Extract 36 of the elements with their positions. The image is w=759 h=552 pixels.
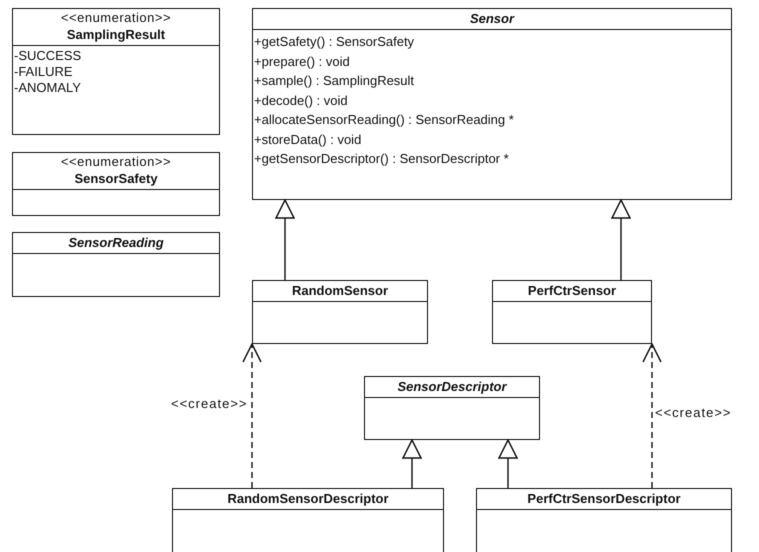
- class-box: [12, 152, 220, 216]
- class-name: RandomSensorDescriptor: [227, 490, 389, 507]
- class-name: RandomSensor: [292, 282, 388, 299]
- class-box: [12, 232, 220, 297]
- member-text: -ANOMALY: [14, 80, 81, 96]
- class-box: [364, 376, 540, 440]
- class-name: PerfCtrSensorDescriptor: [527, 490, 681, 507]
- class-box: [252, 280, 428, 344]
- member-text: -SUCCESS: [14, 48, 82, 64]
- dependency-arrow: [242, 343, 262, 488]
- inheritance-arrow: [611, 199, 631, 280]
- stereotype-label: <<enumeration>>: [60, 10, 172, 26]
- inheritance-arrow: [402, 439, 422, 488]
- member-text: +storeData() : void: [254, 130, 362, 149]
- member-text: +getSensorDescriptor() : SensorDescriptor *: [254, 150, 509, 168]
- class-name: SensorSafety: [74, 170, 158, 187]
- class-name: Sensor: [470, 10, 514, 27]
- class-name: SensorReading: [68, 234, 164, 251]
- class-box: [252, 8, 732, 200]
- stereotype-label: <<enumeration>>: [60, 154, 172, 170]
- class-name: PerfCtrSensor: [528, 282, 616, 299]
- class-box: [492, 280, 652, 344]
- class-name: SensorDescriptor: [397, 378, 507, 395]
- member-text: +decode() : void: [254, 92, 348, 110]
- class-box: [172, 488, 444, 552]
- member-text: +allocateSensorReading() : SensorReading *: [254, 111, 514, 129]
- inheritance-arrow: [498, 439, 518, 488]
- class-box: [12, 8, 220, 135]
- member-text: +prepare() : void: [254, 52, 350, 71]
- class-name: SamplingResult: [66, 26, 166, 43]
- member-text: -FAILURE: [14, 64, 73, 80]
- member-text: +getSafety() : SensorSafety: [254, 33, 414, 51]
- dependency-arrow: [642, 343, 662, 488]
- class-box: [476, 488, 732, 552]
- inheritance-arrow: [275, 199, 295, 280]
- member-text: +sample() : SamplingResult: [254, 72, 414, 90]
